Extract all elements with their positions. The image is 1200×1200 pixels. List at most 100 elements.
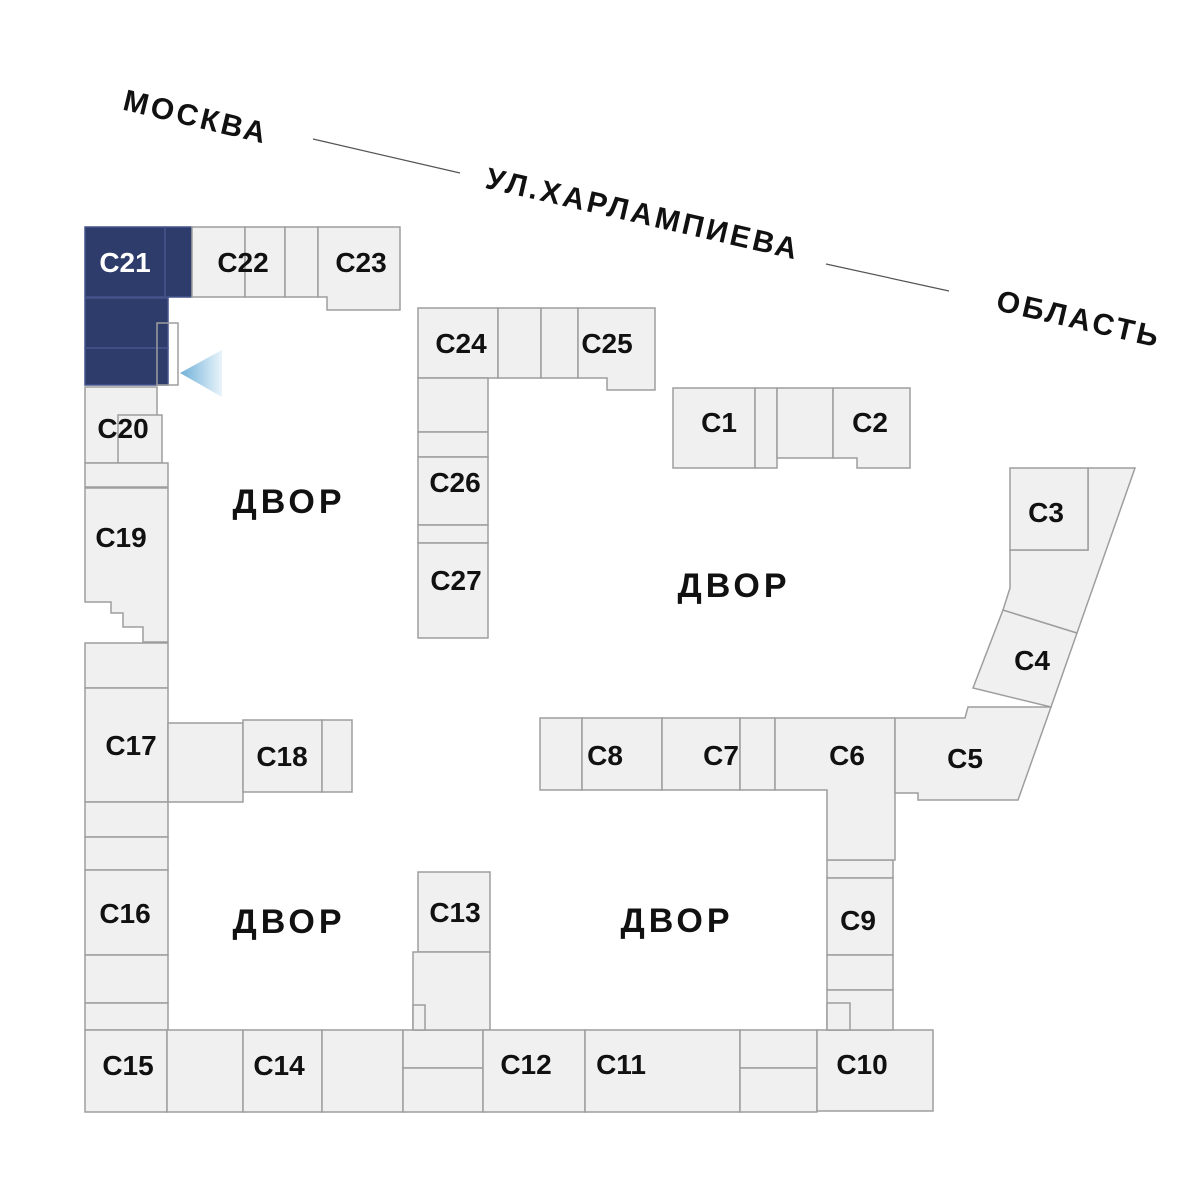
building-c8-shape[interactable]	[581, 717, 663, 791]
building-label-c11: С11	[596, 1049, 646, 1080]
building-c24-shape[interactable]	[540, 307, 579, 379]
building-c9-shape[interactable]	[826, 1002, 851, 1031]
building-c17[interactable]: С17	[84, 687, 244, 871]
building-label-c5: С5	[947, 743, 983, 774]
building-c11-shape[interactable]	[739, 1029, 818, 1069]
building-c14[interactable]: С14	[242, 1029, 484, 1113]
building-c10-shape[interactable]	[816, 1029, 934, 1112]
building-c24-shape[interactable]	[417, 307, 499, 379]
street-label-oblast: ОБЛАСТЬ	[993, 285, 1164, 355]
building-c16-shape[interactable]	[84, 954, 169, 1004]
selection-arrow-layer	[180, 350, 222, 397]
courtyard-label: ДВОР	[677, 567, 790, 605]
building-c2-shape[interactable]	[832, 387, 911, 469]
building-c16-shape[interactable]	[84, 1002, 169, 1031]
building-c24-shape[interactable]	[497, 307, 542, 379]
building-c19-shape[interactable]	[84, 642, 169, 689]
building-c21-shape[interactable]	[156, 322, 179, 386]
building-label-c20: С20	[97, 413, 148, 444]
building-c22[interactable]: С22	[191, 226, 319, 298]
building-c12-shape[interactable]	[482, 1029, 586, 1113]
building-c2[interactable]: С2	[832, 387, 911, 469]
building-c15-shape[interactable]	[84, 1029, 168, 1113]
building-c1-shape[interactable]	[672, 387, 756, 469]
building-c23[interactable]: С23	[317, 226, 401, 311]
building-c26[interactable]: С26	[417, 456, 489, 544]
building-c23-shape[interactable]	[317, 226, 401, 311]
building-c9-shape[interactable]	[826, 954, 894, 991]
building-c5[interactable]: С5	[894, 706, 1053, 801]
building-c14-shape[interactable]	[402, 1029, 484, 1069]
building-c7-shape[interactable]	[661, 717, 741, 791]
building-c25[interactable]: С25	[577, 307, 656, 391]
building-c24-shape[interactable]	[417, 377, 489, 433]
courtyard-label: ДВОР	[232, 483, 345, 521]
building-c17-shape[interactable]	[84, 836, 169, 871]
building-c21-shape[interactable]	[84, 297, 169, 349]
building-c9[interactable]: С9	[826, 859, 894, 1031]
building-c27[interactable]: С27	[417, 542, 489, 639]
building-c15[interactable]: С15	[84, 1029, 244, 1113]
building-c27-shape[interactable]	[417, 542, 489, 639]
building-c7-shape[interactable]	[739, 717, 776, 791]
building-c16-shape[interactable]	[84, 869, 169, 956]
building-c15-shape[interactable]	[166, 1029, 244, 1113]
building-label-c26: С26	[429, 467, 480, 498]
building-c1-shape[interactable]	[754, 387, 778, 469]
building-c18-shape[interactable]	[321, 719, 353, 793]
building-c18[interactable]: С18	[242, 719, 353, 793]
selection-arrow-icon	[180, 350, 222, 397]
building-c12[interactable]: С12	[482, 1029, 586, 1113]
building-c16[interactable]: С16	[84, 869, 169, 1031]
building-c24-shape[interactable]	[417, 431, 489, 458]
building-c25-shape[interactable]	[577, 307, 656, 391]
building-c3[interactable]: С3	[1002, 467, 1137, 634]
street-label-moskva: МОСКВА	[120, 84, 272, 151]
building-c21[interactable]: С21	[84, 226, 193, 386]
building-c20[interactable]: С20	[84, 386, 169, 488]
building-c6[interactable]: С6	[774, 717, 896, 861]
building-c21-shape[interactable]	[84, 226, 166, 298]
courtyard-label: ДВОР	[232, 903, 345, 941]
building-c22-shape[interactable]	[284, 226, 319, 298]
building-c7[interactable]: С7	[661, 717, 776, 791]
building-c11-shape[interactable]	[584, 1029, 741, 1113]
building-c5-shape[interactable]	[894, 706, 1053, 801]
building-c17-shape[interactable]	[167, 722, 244, 803]
building-label-c27: С27	[430, 565, 481, 596]
building-c13-shape[interactable]	[412, 1004, 426, 1031]
building-c24[interactable]: С24	[417, 307, 579, 458]
building-c13-shape[interactable]	[412, 951, 491, 1031]
building-c8[interactable]: С8	[539, 717, 663, 791]
building-c14-shape[interactable]	[321, 1029, 404, 1113]
building-label-c15: С15	[102, 1050, 153, 1081]
building-c26-shape[interactable]	[417, 524, 489, 544]
courtyard-label: ДВОР	[620, 902, 733, 940]
building-c1-shape[interactable]	[776, 387, 834, 459]
building-c19-shape[interactable]	[84, 487, 169, 643]
building-c17-shape[interactable]	[84, 801, 169, 838]
building-label-c12: С12	[500, 1049, 551, 1080]
building-c10[interactable]: С10	[816, 1029, 934, 1112]
building-c8-shape[interactable]	[539, 717, 583, 791]
building-c20-shape[interactable]	[84, 462, 169, 488]
building-label-c2: С2	[852, 407, 888, 438]
building-c11-shape[interactable]	[739, 1067, 818, 1113]
building-c19[interactable]: С19	[84, 487, 169, 689]
building-c13[interactable]: С13	[412, 871, 491, 1031]
building-label-c13: С13	[429, 897, 480, 928]
building-label-c4: С4	[1014, 645, 1050, 676]
building-label-c16: С16	[99, 898, 150, 929]
building-c13-shape[interactable]	[417, 871, 491, 953]
building-c11[interactable]: С11	[584, 1029, 818, 1113]
street-connector-line	[825, 263, 950, 292]
building-c21-shape[interactable]	[164, 226, 193, 298]
building-label-c10: С10	[836, 1049, 887, 1080]
building-c3-shape[interactable]	[1009, 467, 1089, 551]
building-c21-shape[interactable]	[84, 347, 169, 386]
building-c9-shape[interactable]	[826, 859, 894, 879]
building-c1[interactable]: С1	[672, 387, 834, 469]
building-c14-shape[interactable]	[402, 1067, 484, 1113]
building-c18-shape[interactable]	[242, 719, 323, 793]
